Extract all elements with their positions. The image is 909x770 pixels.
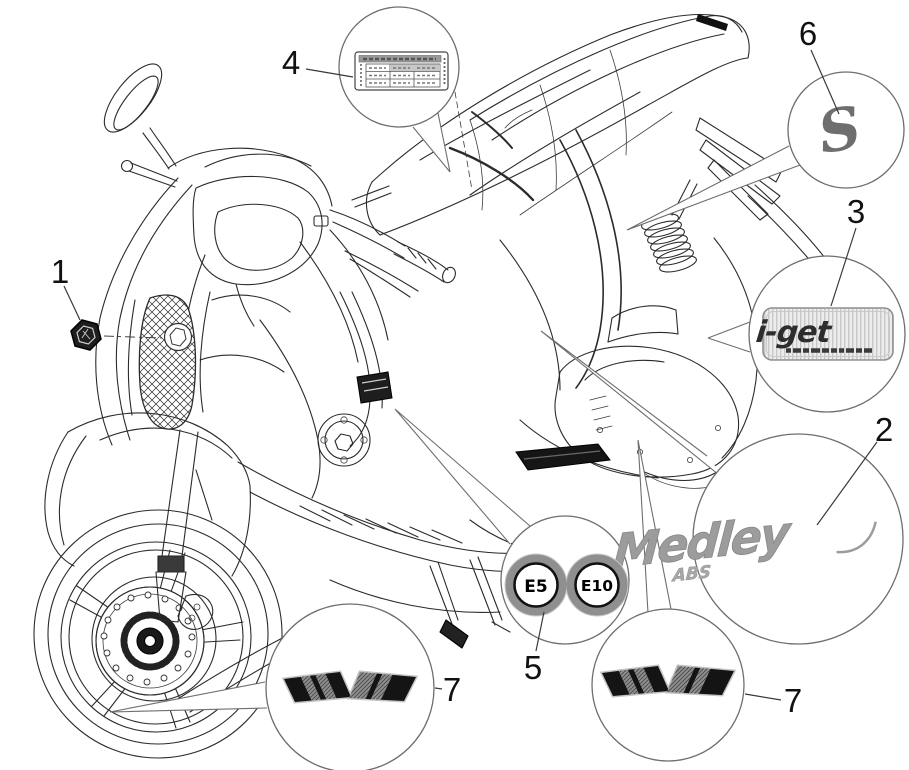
callout-circle-7-right (591, 608, 745, 762)
callout-number-5: 5 (524, 649, 542, 686)
heat-shield (515, 443, 611, 471)
disc-holes (100, 591, 196, 686)
callout-number-7-right: 7 (784, 682, 802, 719)
e5-sticker-label: E5 (524, 577, 547, 597)
data-plate-sticker (354, 51, 449, 91)
left-lever (120, 159, 178, 188)
callout-circle-2 (692, 433, 904, 645)
handlebar-headlight (167, 147, 333, 327)
callout-numbers: 1 2 3 4 5 6 7 7 (51, 15, 893, 719)
knee-vent (356, 371, 393, 404)
rear-shock (641, 179, 698, 273)
callout-wedges (109, 112, 801, 713)
front-grille (138, 294, 197, 430)
left-mirror (103, 63, 177, 170)
front-wheel (33, 429, 283, 759)
fuel-cap (317, 413, 371, 467)
iget-badge-label: i-get (754, 315, 834, 350)
kickstand (429, 556, 511, 649)
grille-emblem (163, 322, 193, 352)
callout-number-4: 4 (282, 44, 300, 81)
medley-badge-sub-label: ABS (670, 562, 712, 586)
callout-circle-6 (787, 71, 905, 189)
right-grip (329, 185, 456, 298)
callout-leaders (63, 49, 878, 701)
callout-number-6: 6 (799, 15, 817, 52)
fuel-stickers: E5 E10 (504, 553, 629, 617)
callout-number-3: 3 (847, 193, 865, 230)
hexagon-emblem (70, 319, 163, 351)
callout-number-2: 2 (875, 411, 893, 448)
callout-number-1: 1 (51, 253, 69, 290)
callout-number-7-left: 7 (443, 671, 461, 708)
scooter-line-art (33, 14, 829, 759)
front-fender (44, 412, 251, 577)
rear-rack (469, 14, 743, 141)
e10-sticker-label: E10 (581, 577, 613, 595)
iget-badge: i-get (754, 307, 894, 361)
callout-circle-7-left (265, 603, 435, 770)
